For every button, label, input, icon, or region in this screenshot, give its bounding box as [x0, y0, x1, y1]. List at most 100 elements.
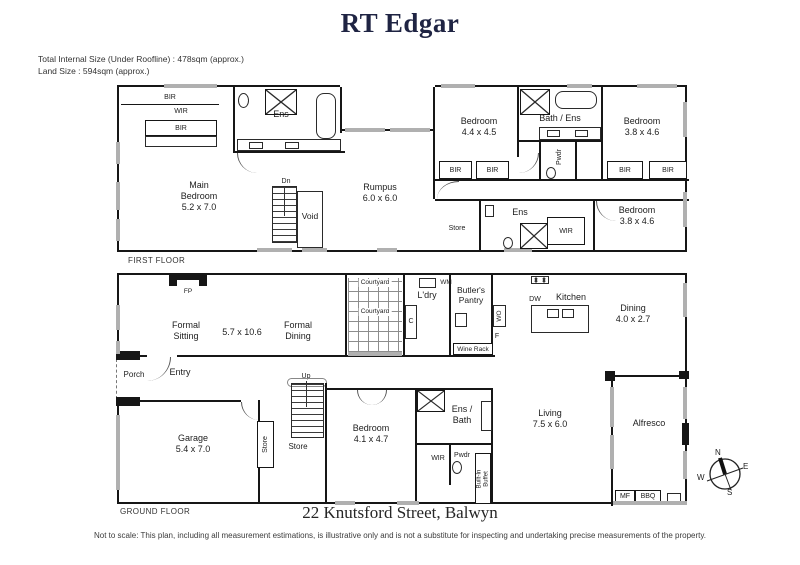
walk-in-robe: WIR — [547, 217, 585, 245]
label-line: Garage — [177, 433, 209, 443]
window — [683, 283, 687, 317]
room-label-formal-sitting: Formal Sitting — [172, 320, 200, 342]
window — [504, 248, 532, 252]
kitchen-island — [531, 305, 589, 333]
sliding-door — [610, 387, 614, 427]
label-line: Rumpus — [363, 182, 397, 192]
window — [302, 248, 327, 252]
wall-oven — [493, 305, 506, 327]
compass-n: N — [715, 448, 721, 457]
window — [164, 84, 217, 88]
door-arc — [519, 153, 539, 173]
wall — [449, 275, 451, 357]
shower — [520, 89, 550, 115]
room-label-bath-ens: Bath / Ens — [539, 113, 581, 123]
cupboard — [405, 305, 417, 339]
stairs-dn-label: Dn — [281, 178, 291, 185]
store-label: Store — [262, 436, 270, 453]
label-line: Bedroom — [618, 205, 656, 215]
room-label-formal-dining: Formal Dining — [284, 320, 312, 342]
room-dimension: 3.8 x 4.6 — [624, 127, 660, 137]
compass-s: S — [727, 488, 733, 497]
compass-w: W — [697, 473, 705, 482]
window — [116, 182, 120, 210]
wall — [679, 371, 689, 379]
wall — [449, 445, 451, 485]
bir-label: BIR — [486, 166, 499, 174]
disclaimer-text: Not to scale: This plan, including all m… — [93, 531, 707, 540]
shower — [520, 223, 548, 249]
wall — [433, 87, 435, 199]
buffet-label: Built-In Buffet — [476, 469, 490, 488]
wall — [539, 142, 541, 180]
porch-dashed-line — [116, 359, 118, 399]
room-dimension: 4.4 x 4.5 — [461, 127, 497, 137]
label-line: Dining — [620, 303, 646, 313]
label-line: Living — [538, 408, 562, 418]
window — [683, 102, 687, 137]
window — [390, 128, 430, 132]
fridge-label: F — [494, 333, 500, 340]
pantry-sink — [455, 313, 467, 327]
wine-rack-label: Wine Rack — [457, 345, 489, 353]
room-label-bedroom-b: Bedroom 3.8 x 4.6 — [624, 116, 661, 138]
wall — [325, 383, 327, 504]
wall — [682, 423, 689, 445]
label-line: Buffet — [483, 470, 489, 487]
door-arc — [241, 402, 259, 420]
wall — [233, 87, 235, 153]
sliding-door — [610, 435, 614, 469]
label-line: Sitting — [173, 331, 199, 341]
bir-label: BIR — [619, 166, 631, 174]
dw-label: DW — [529, 296, 541, 303]
built-in-robe: BIR — [439, 161, 472, 179]
void-outline — [297, 191, 323, 248]
wall — [340, 129, 435, 131]
sliding-door — [348, 352, 402, 356]
door-arc — [596, 201, 616, 221]
wir-label: WIR — [431, 455, 445, 462]
courtyard-label: Courtyard — [358, 279, 392, 287]
bir-label: BIR — [175, 124, 187, 132]
shower — [417, 390, 445, 412]
window — [377, 248, 397, 252]
c-label: C — [408, 318, 414, 325]
room-dimension: 4.0 x 2.7 — [615, 314, 651, 324]
wall — [611, 375, 689, 377]
label-line: Bath — [452, 415, 472, 425]
wir-label: WIR — [559, 227, 573, 235]
wall — [345, 275, 347, 357]
window — [257, 248, 292, 252]
toilet — [238, 93, 249, 108]
door-arc — [357, 390, 372, 405]
label-line: Bedroom — [460, 116, 498, 126]
label-line: Bedroom — [623, 116, 661, 126]
room-label-ens: Ens — [273, 109, 289, 119]
label-line: Formal — [283, 320, 313, 330]
room-label-porch: Porch — [123, 370, 145, 379]
wall — [340, 87, 342, 133]
bir-label: BIR — [164, 94, 176, 101]
first-floor-label: FIRST FLOOR — [128, 256, 186, 265]
stairs-arrow — [306, 381, 307, 407]
toilet — [452, 461, 462, 474]
main-dimension: 5.7 x 10.6 — [222, 327, 262, 337]
compass-rose: N E W S — [695, 443, 759, 505]
window — [683, 451, 687, 479]
wall — [327, 388, 493, 390]
wall — [605, 371, 615, 381]
washing-machine — [419, 278, 436, 288]
wall — [435, 179, 689, 181]
ground-floor-plan: FP Courtyard Courtyard WM L'dry C Butler… — [116, 273, 689, 506]
wall — [119, 400, 241, 402]
window — [116, 219, 120, 241]
land-size: Land Size : 594sqm (approx.) — [38, 66, 150, 76]
room-label-rumpus: Rumpus 6.0 x 6.0 — [363, 182, 398, 204]
bbq-label: BBQ — [640, 493, 656, 500]
built-in-robe: BIR — [145, 120, 217, 136]
wall — [345, 355, 495, 357]
total-internal-size: Total Internal Size (Under Roofline) : 4… — [38, 54, 244, 64]
cooktop — [531, 276, 549, 284]
bathtub — [316, 93, 336, 139]
firebox — [177, 280, 199, 286]
